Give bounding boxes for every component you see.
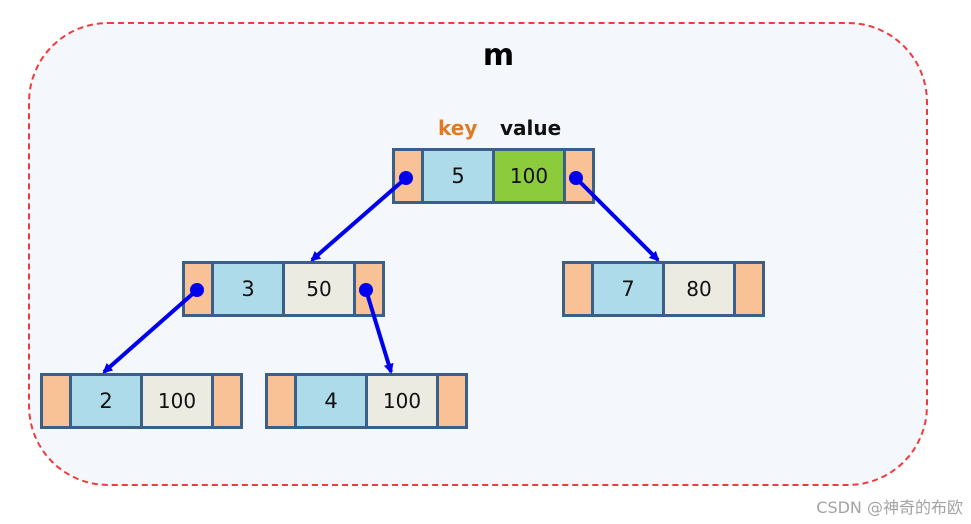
arrow-root-to-left: [310, 176, 408, 262]
node-value: 80: [665, 264, 733, 314]
right-pointer-cell: [736, 264, 762, 314]
right-pointer-cell: [214, 376, 240, 426]
key-column-label: key: [438, 116, 478, 140]
node-value: 100: [143, 376, 211, 426]
node-key: 2: [72, 376, 140, 426]
pointer-dot: [399, 171, 413, 185]
pointer-dot: [569, 171, 583, 185]
node-value: 50: [285, 264, 353, 314]
arrow-root-to-right: [574, 176, 660, 262]
watermark-text: CSDN @神奇的布欧: [816, 498, 963, 517]
pointer-dot: [190, 283, 204, 297]
arrow-left-to-left-left: [102, 288, 199, 374]
node-key: 3: [214, 264, 282, 314]
tree-node-left-right: 4 100: [265, 373, 468, 429]
arrow-left-to-left-right: [364, 289, 394, 374]
tree-node-right: 7 80: [562, 261, 765, 317]
node-key: 7: [594, 264, 662, 314]
right-pointer-cell: [439, 376, 465, 426]
node-key: 4: [297, 376, 365, 426]
node-value: 100: [368, 376, 436, 426]
tree-node-left: 3 50: [182, 261, 385, 317]
node-value: 100: [495, 151, 563, 201]
value-column-label: value: [500, 116, 562, 140]
left-pointer-cell: [268, 376, 294, 426]
pointer-dot: [359, 283, 373, 297]
node-key: 5: [424, 151, 492, 201]
left-pointer-cell: [43, 376, 69, 426]
left-pointer-cell: [565, 264, 591, 314]
map-title: m: [482, 38, 515, 73]
tree-node-root: 5 100: [392, 148, 595, 204]
tree-node-left-left: 2 100: [40, 373, 243, 429]
